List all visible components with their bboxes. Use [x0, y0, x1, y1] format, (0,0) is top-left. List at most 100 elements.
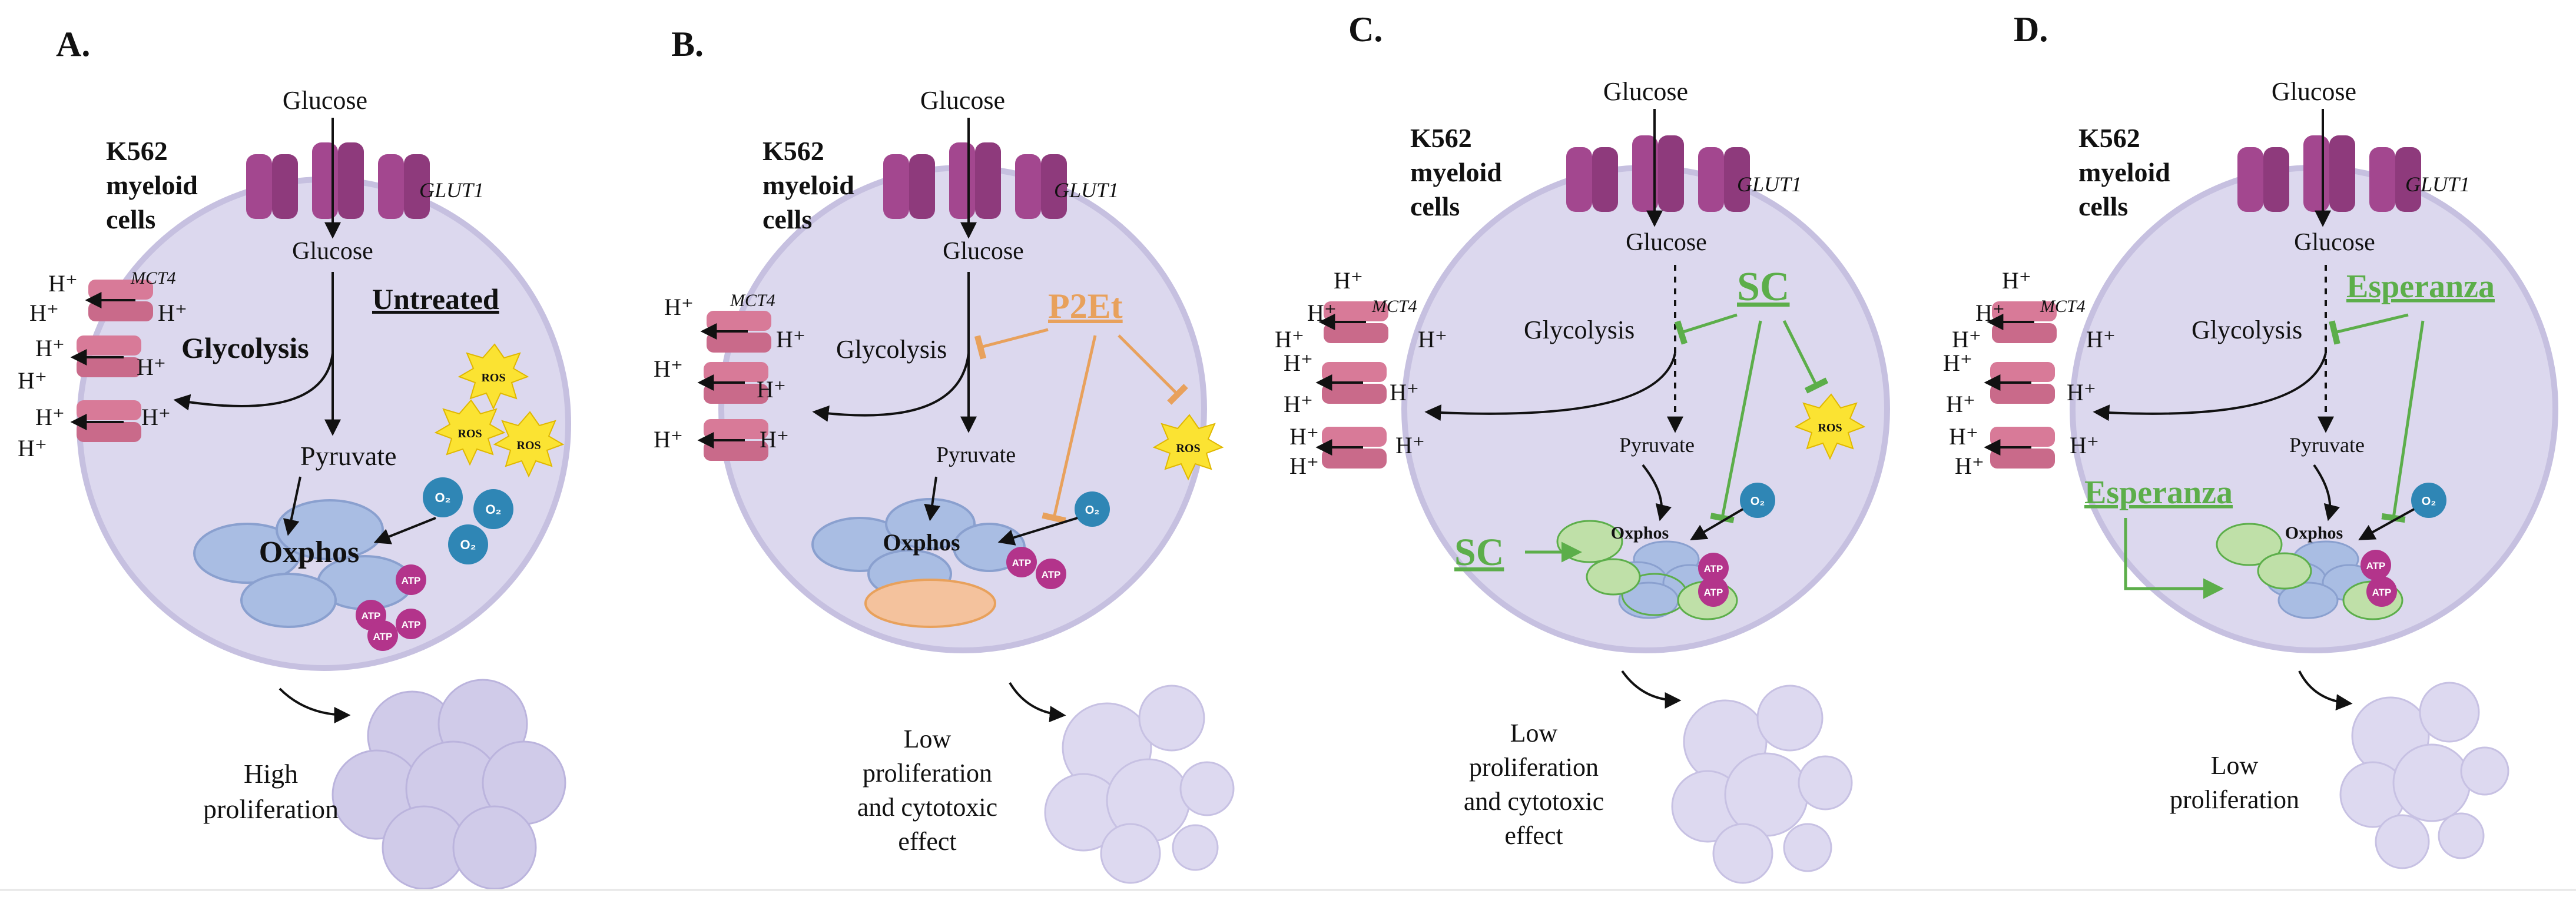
panel-label: A.	[56, 25, 90, 64]
outcome-line-2: proliferation	[1469, 753, 1599, 782]
cell-line-label-3: cells	[2078, 191, 2128, 221]
atp-icon	[1698, 553, 1729, 583]
atp-icon	[1698, 576, 1729, 607]
proliferating-cell-cluster-icon	[331, 679, 566, 890]
ros-label: ROS	[1818, 421, 1842, 434]
oxygen-icon	[448, 524, 488, 564]
glucose-inside-label: Glucose	[1626, 229, 1707, 256]
glycolysis-label: Glycolysis	[2192, 315, 2302, 344]
oxygen-label: O₂	[2422, 495, 2436, 508]
cell-line-label-3: cells	[762, 204, 812, 234]
atp-label: ATP	[402, 575, 421, 586]
cell-line-label-2: myeloid	[762, 170, 854, 200]
proton-label: H⁺	[18, 435, 47, 461]
outcome-line-2: proliferation	[2170, 785, 2299, 814]
atp-label: ATP	[2372, 587, 2392, 598]
glut1-transporter-icon	[883, 142, 1067, 219]
glut1-label: GLUT1	[1054, 178, 1119, 202]
glycolysis-label: Glycolysis	[836, 335, 947, 364]
treatment-label: SC	[1737, 264, 1789, 310]
cell-line-label-2: myeloid	[2078, 157, 2170, 187]
outcome-line-1: Low	[1510, 719, 1558, 747]
cell-line-label-1: K562	[2078, 123, 2140, 153]
panel-label: C.	[1348, 10, 1383, 49]
atp-icon	[367, 620, 398, 651]
proton-label: H⁺	[2086, 326, 2116, 353]
glucose-inside-label: Glucose	[943, 238, 1024, 265]
oxygen-icon	[2411, 483, 2446, 518]
outcome-line-2: proliferation	[203, 794, 339, 824]
panel-a: A. Glucose K562 myeloid cells GLUT1 Gluc…	[18, 25, 571, 890]
cell-line-label-1: K562	[106, 136, 168, 166]
proton-label: H⁺	[1289, 453, 1319, 479]
proton-label: H⁺	[141, 404, 171, 430]
atp-label: ATP	[1704, 563, 1723, 574]
glucose-outside-label: Glucose	[283, 86, 367, 115]
atp-icon	[2366, 576, 2397, 607]
cell-line-label-3: cells	[106, 204, 155, 234]
inhibition-arrow	[1782, 320, 1829, 394]
cell-line-label-1: K562	[762, 136, 824, 166]
proton-label: H⁺	[137, 354, 166, 380]
panel-b: B. Glucose K562 myeloid cells GLUT1 Gluc…	[654, 25, 1235, 884]
treatment-label-2: SC	[1454, 531, 1504, 574]
ros-label: ROS	[457, 427, 482, 440]
atp-label: ATP	[362, 610, 381, 622]
proton-label: H⁺	[1334, 267, 1363, 294]
proton-label: H⁺	[1418, 326, 1447, 353]
mct4-transporter-icon	[1990, 301, 2057, 469]
proton-label: H⁺	[1943, 350, 1972, 376]
proton-label: H⁺	[654, 356, 683, 382]
proton-label: H⁺	[1952, 326, 1981, 353]
proton-label: H⁺	[1284, 391, 1313, 417]
glut1-label: GLUT1	[2405, 172, 2470, 196]
mitochondria-icon	[2216, 523, 2403, 620]
proton-label: H⁺	[1307, 300, 1337, 326]
proton-label: H⁺	[1955, 453, 1984, 479]
oxygen-icon	[1075, 491, 1110, 527]
pyruvate-label: Pyruvate	[2289, 433, 2365, 457]
cell-line-label-2: myeloid	[1410, 157, 1502, 187]
glut1-label: GLUT1	[1737, 172, 1802, 196]
ros-label: ROS	[481, 371, 505, 384]
fragmented-cell-cluster-icon	[1671, 685, 1853, 884]
outcome-line-3: and cytotoxic	[857, 793, 997, 822]
mitochondria-icon	[193, 499, 413, 628]
proton-label: H⁺	[664, 294, 694, 320]
glut1-transporter-icon	[246, 142, 430, 219]
proton-label: H⁺	[18, 367, 47, 394]
damaged-mitochondria-icon	[864, 579, 996, 628]
oxphos-label: Oxphos	[883, 529, 960, 556]
outcome-line-4: effect	[898, 827, 956, 856]
oxygen-icon	[423, 477, 463, 517]
glucose-outside-label: Glucose	[920, 86, 1005, 115]
outcome-line-3: and cytotoxic	[1464, 787, 1604, 816]
outcome-line-1: High	[244, 759, 298, 789]
fragmented-cell-cluster-icon	[1044, 685, 1235, 884]
glucose-inside-label: Glucose	[292, 238, 373, 265]
atp-icon	[1006, 547, 1037, 577]
proton-label: H⁺	[1949, 423, 1978, 450]
oxygen-label: O₂	[435, 490, 451, 505]
inhibition-arrow	[1710, 320, 1762, 523]
proton-label: H⁺	[776, 326, 805, 353]
atp-label: ATP	[1012, 557, 1032, 569]
cell-line-label-3: cells	[1410, 191, 1460, 221]
atp-label: ATP	[1704, 587, 1723, 598]
oxygen-label: O₂	[460, 537, 476, 552]
panel-label: D.	[2014, 10, 2048, 49]
inhibition-arrow	[2329, 313, 2409, 345]
treatment-label: Untreated	[372, 283, 499, 315]
outcome-line-4: effect	[1504, 821, 1563, 850]
atp-label: ATP	[2366, 560, 2386, 572]
atp-icon	[2360, 550, 2391, 580]
proton-label: H⁺	[1275, 326, 1304, 353]
glucose-outside-label: Glucose	[2272, 77, 2356, 106]
treatment-label: Esperanza	[2346, 268, 2495, 305]
ros-star-icon	[1152, 414, 1224, 481]
inhibition-arrow	[1042, 335, 1097, 524]
ros-label: ROS	[1176, 442, 1200, 455]
proton-label: H⁺	[2002, 267, 2031, 294]
glycolysis-label: Glycolysis	[181, 331, 309, 364]
